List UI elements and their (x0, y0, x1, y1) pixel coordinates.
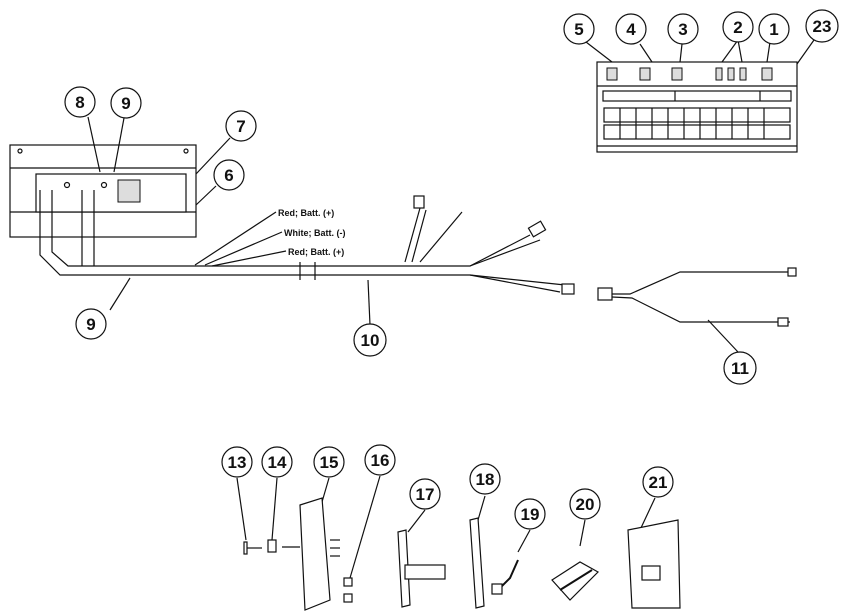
svg-text:5: 5 (574, 20, 583, 39)
wire-label-red-bottom: Red; Batt. (+) (288, 247, 344, 257)
callout-8: 8 (64, 86, 96, 118)
svg-text:4: 4 (626, 20, 636, 39)
battery-wire-leaders (194, 211, 287, 267)
callout-4: 4 (615, 13, 647, 45)
svg-text:7: 7 (236, 117, 245, 136)
callout-16: 16 (364, 444, 396, 476)
harness-9 (39, 190, 200, 311)
callout-11: 11 (723, 351, 757, 385)
callout-18: 18 (469, 463, 501, 495)
wire-label-white: White; Batt. (-) (284, 228, 345, 238)
part-16 (343, 577, 353, 587)
wire-label-red-top: Red; Batt. (+) (278, 208, 334, 218)
callout-7: 7 (225, 110, 257, 142)
callout-3: 3 (667, 13, 699, 45)
callout-17: 17 (409, 478, 441, 510)
callout-15: 15 (313, 446, 345, 478)
svg-text:23: 23 (813, 17, 832, 36)
callout-13: 13 (221, 446, 253, 478)
control-panel-switches (606, 67, 773, 81)
wire-labels: Red; Batt. (+) White; Batt. (-) Red; Bat… (278, 208, 345, 257)
svg-text:3: 3 (678, 20, 687, 39)
callouts: 5 4 3 2 1 23 8 9 7 6 9 10 11 13 14 15 16… (64, 9, 839, 530)
harness-11 (597, 267, 797, 353)
callout-14: 14 (261, 446, 293, 478)
svg-text:6: 6 (224, 166, 233, 185)
svg-text:14: 14 (268, 453, 287, 472)
part-14 (267, 539, 277, 553)
control-panel (596, 61, 798, 153)
control-box-leaders (87, 116, 231, 206)
control-panel-keypad (603, 107, 791, 140)
svg-text:11: 11 (731, 359, 749, 378)
callout-9-bottom: 9 (75, 308, 107, 340)
svg-text:16: 16 (371, 451, 390, 470)
callout-10: 10 (353, 323, 387, 357)
svg-text:9: 9 (121, 94, 130, 113)
callout-2: 2 (722, 11, 754, 43)
callout-6: 6 (213, 159, 245, 191)
callout-23: 23 (805, 9, 839, 43)
part-15 (299, 497, 331, 611)
svg-text:15: 15 (320, 453, 339, 472)
svg-text:2: 2 (733, 18, 742, 37)
svg-text:8: 8 (75, 93, 84, 112)
svg-text:1: 1 (769, 20, 778, 39)
part-13 (243, 541, 248, 555)
part-21 (627, 519, 681, 609)
svg-text:13: 13 (228, 453, 247, 472)
svg-text:19: 19 (521, 505, 540, 524)
callout-5: 5 (563, 13, 595, 45)
part-18 (469, 517, 485, 609)
panel-leader-lines (585, 39, 815, 65)
callout-9-top: 9 (110, 87, 142, 119)
small-parts (236, 475, 681, 611)
harness-10 (200, 195, 575, 326)
svg-text:9: 9 (86, 315, 95, 334)
control-box (9, 144, 197, 238)
svg-text:21: 21 (649, 473, 668, 492)
part-17 (397, 529, 411, 608)
svg-text:20: 20 (576, 495, 595, 514)
svg-text:18: 18 (476, 470, 495, 489)
svg-text:17: 17 (416, 485, 435, 504)
callout-1: 1 (758, 13, 790, 45)
callout-19: 19 (514, 498, 546, 530)
callout-20: 20 (569, 488, 601, 520)
svg-text:10: 10 (361, 331, 380, 350)
callout-21: 21 (642, 466, 674, 498)
